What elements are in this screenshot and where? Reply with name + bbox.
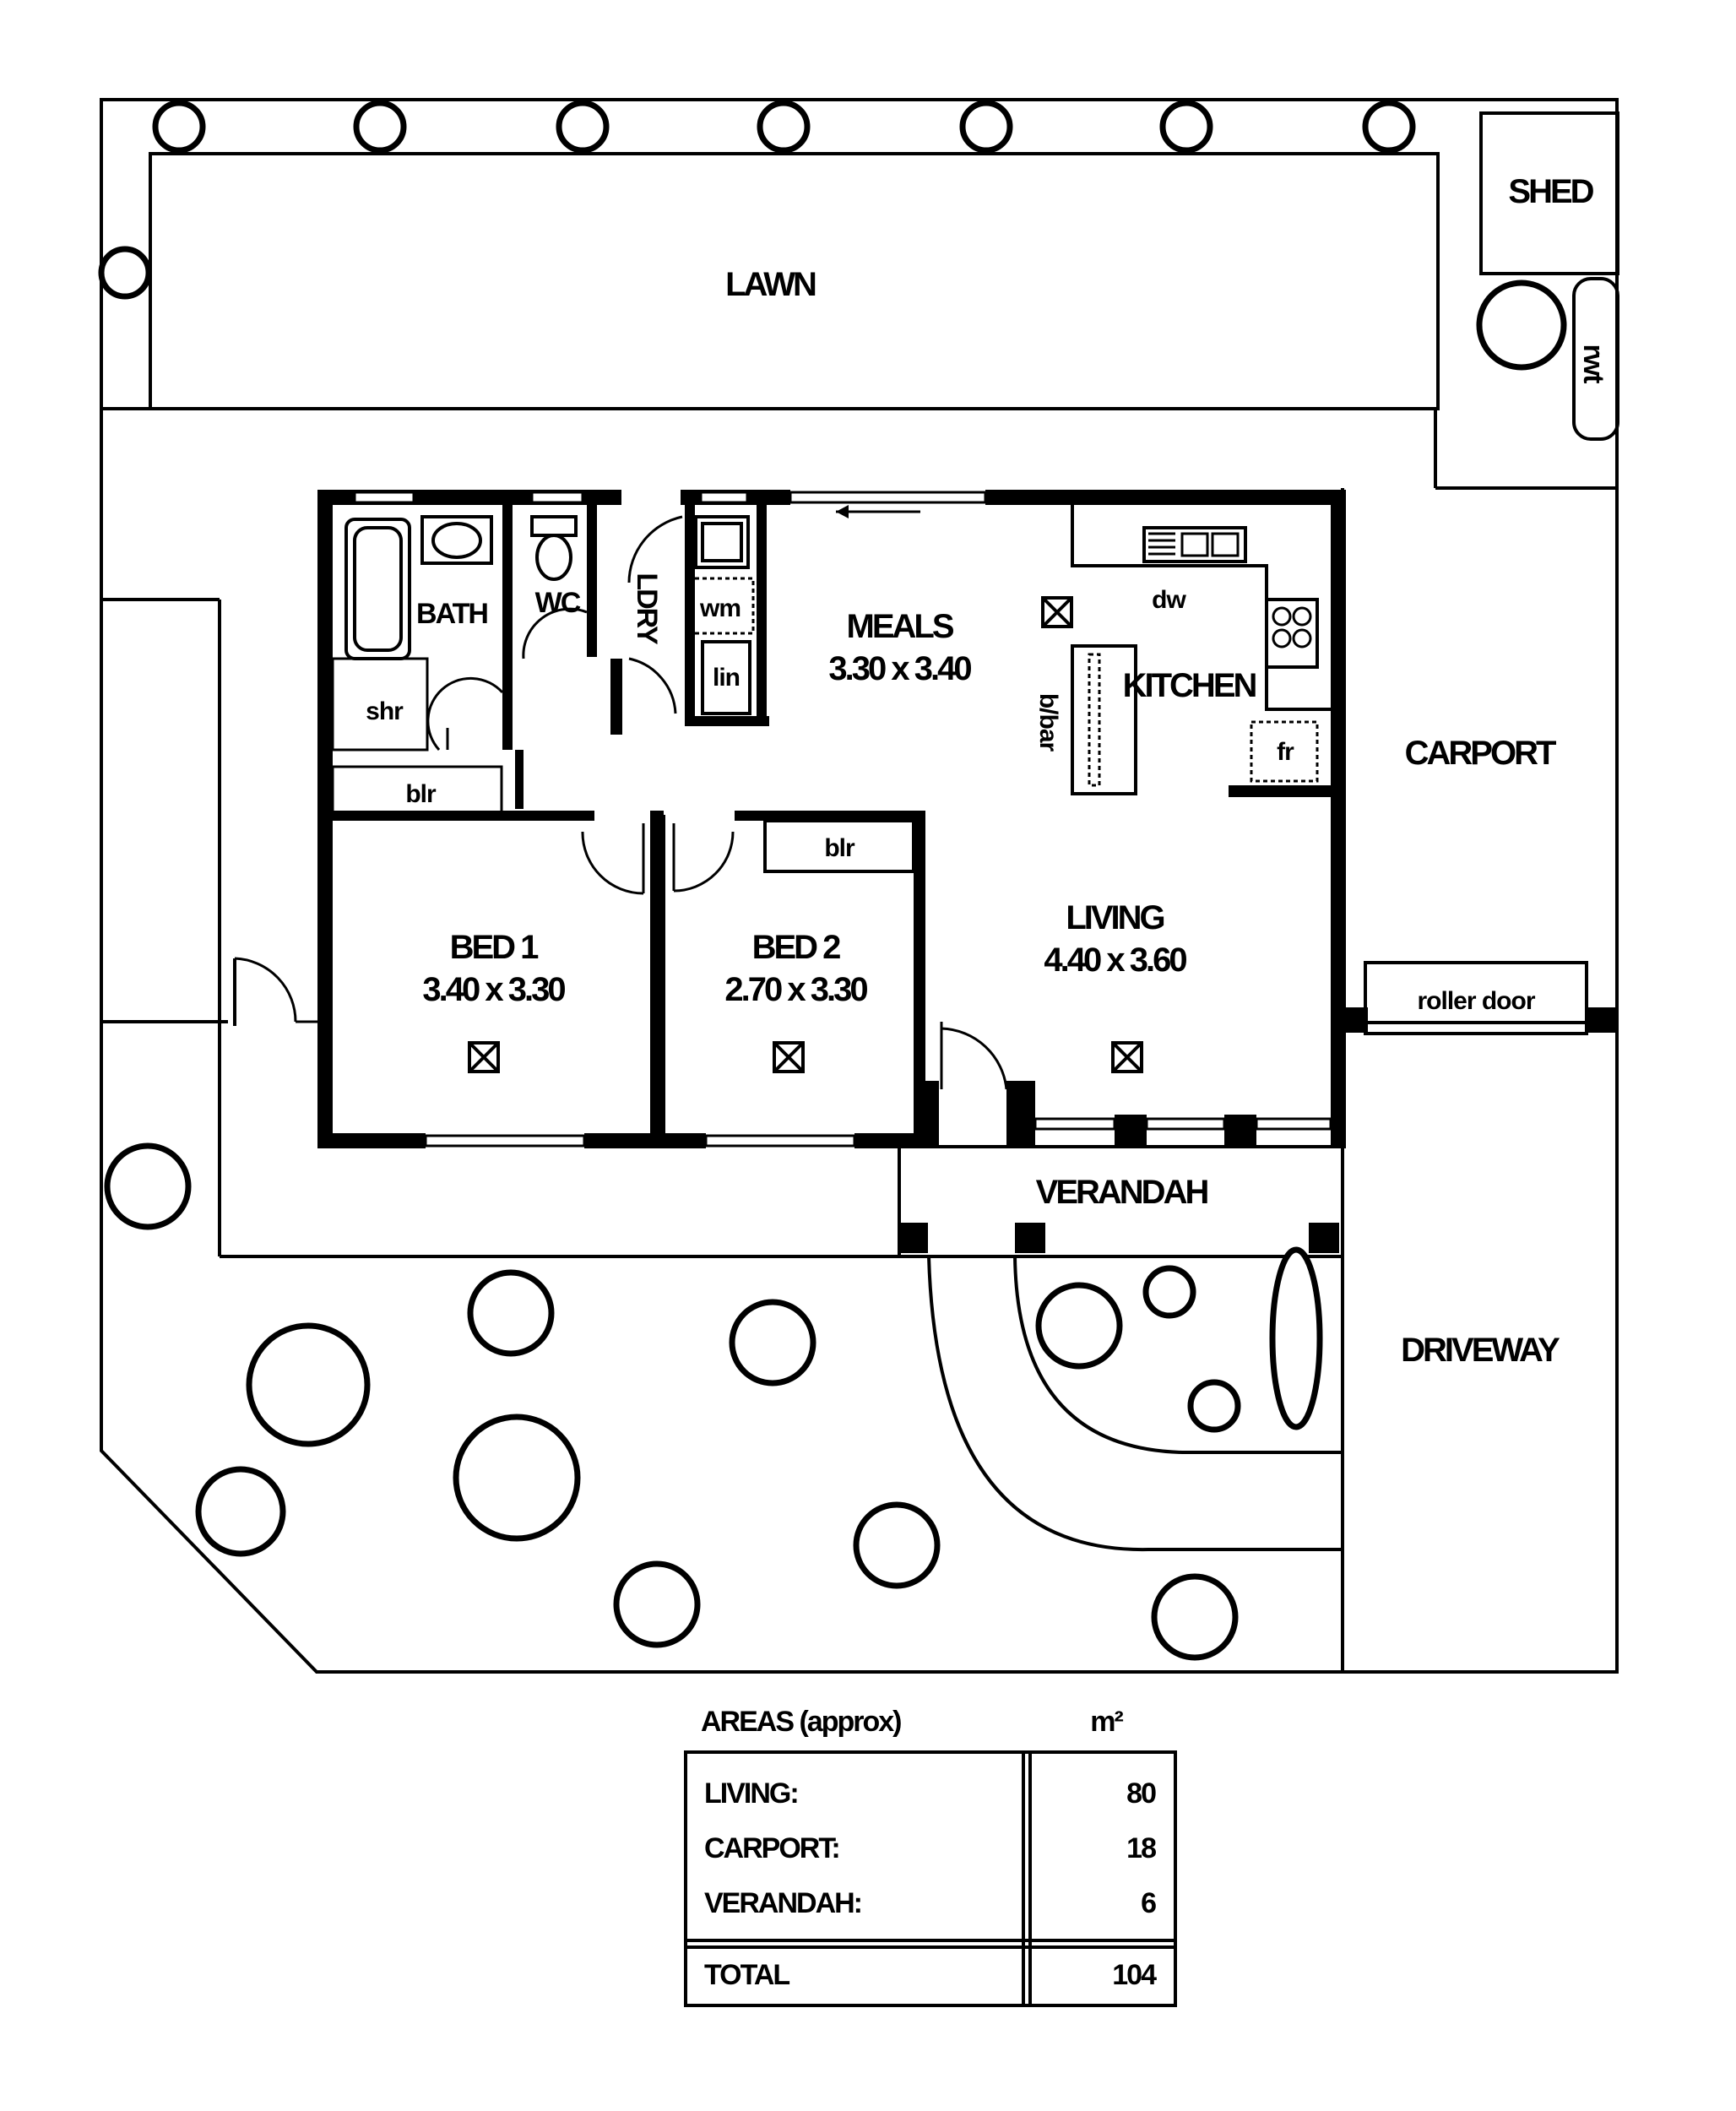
tree <box>556 100 610 154</box>
hedge <box>1269 1246 1323 1430</box>
shr-label: shr <box>366 697 404 725</box>
verandah-label: VERANDAH <box>1036 1174 1208 1211</box>
verandah-post <box>1309 1223 1339 1253</box>
living-name: LIVING <box>1066 899 1164 936</box>
tree <box>959 100 1013 154</box>
tree <box>1151 1573 1239 1661</box>
bed1-name: BED 1 <box>450 929 540 966</box>
areas-unit: m² <box>1090 1706 1123 1738</box>
tree <box>353 100 407 154</box>
areas-row-label: CARPORT: <box>704 1832 839 1864</box>
tree <box>104 1142 192 1230</box>
rwt-label: rwt <box>1577 345 1609 384</box>
tree <box>246 1322 371 1447</box>
trees <box>98 100 1567 1661</box>
wc-label: WC <box>535 587 581 619</box>
lawn-label: LAWN <box>725 266 816 303</box>
verandah-post <box>1015 1223 1045 1253</box>
tree <box>152 100 206 154</box>
dw-label: dw <box>1152 586 1186 614</box>
rainwater-tank <box>1572 277 1619 441</box>
areas-row-value: 80 <box>1126 1777 1156 1810</box>
tree <box>613 1560 701 1648</box>
tree <box>1187 1379 1241 1433</box>
areas-row-label: LIVING: <box>704 1777 798 1810</box>
living-size: 4.40 x 3.60 <box>1044 942 1186 979</box>
verandah-post <box>898 1223 928 1253</box>
blr-bed2-label: blr <box>824 834 855 862</box>
bed2-name: BED 2 <box>752 929 841 966</box>
bed2-door <box>673 831 735 893</box>
tree <box>453 1414 581 1542</box>
meals-name: MEALS <box>847 608 954 645</box>
areas-row-value: 6 <box>1141 1887 1156 1919</box>
roller-door <box>1364 961 1588 1035</box>
front-door <box>941 1027 1008 1090</box>
tree <box>98 246 152 300</box>
lin-label: lin <box>713 664 740 692</box>
kitchen-label: KITCHEN <box>1123 667 1256 704</box>
areas-table: AREAS (approx) m² LIVING: 80 CARPORT: 18… <box>684 1706 1177 2007</box>
carport-label: CARPORT <box>1405 735 1556 772</box>
tree <box>1035 1282 1123 1370</box>
bath-label: BATH <box>416 598 487 630</box>
tree <box>467 1269 555 1357</box>
bath-fixtures <box>331 515 755 821</box>
areas-total-label: TOTAL <box>704 1959 789 1991</box>
areas-title: AREAS (approx) <box>701 1706 901 1738</box>
areas-total-value: 104 <box>1112 1959 1157 1991</box>
roller-door-label: roller door <box>1417 987 1535 1015</box>
blr-hall-label: blr <box>405 780 437 808</box>
driveway-label: DRIVEWAY <box>1401 1332 1560 1369</box>
areas-row-value: 18 <box>1126 1832 1156 1864</box>
areas-row-label: VERANDAH: <box>704 1887 861 1919</box>
tree <box>1476 279 1567 371</box>
fr-label: fr <box>1277 738 1294 766</box>
tree <box>1159 100 1213 154</box>
windows <box>353 491 1332 1148</box>
wm-label: wm <box>699 594 741 622</box>
kitchen-fixtures <box>1041 505 1331 795</box>
bbar-label: b/bar <box>1034 693 1062 752</box>
shed <box>1479 111 1619 275</box>
tree <box>757 100 811 154</box>
tree <box>195 1466 286 1557</box>
tree <box>1142 1265 1196 1319</box>
meals-size: 3.30 x 3.40 <box>828 650 971 687</box>
bed1-door <box>581 831 644 895</box>
tree <box>853 1501 941 1589</box>
garden-paths <box>927 1256 1343 1552</box>
bed1-size: 3.40 x 3.30 <box>422 971 565 1008</box>
shed-label: SHED <box>1508 173 1593 210</box>
bed2-size: 2.70 x 3.30 <box>724 971 867 1008</box>
lawn-area <box>149 152 1440 410</box>
ldry-label: LDRY <box>631 573 663 645</box>
tree <box>729 1299 816 1387</box>
tree <box>1362 100 1416 154</box>
ceiling-fittings <box>468 1041 1143 1073</box>
